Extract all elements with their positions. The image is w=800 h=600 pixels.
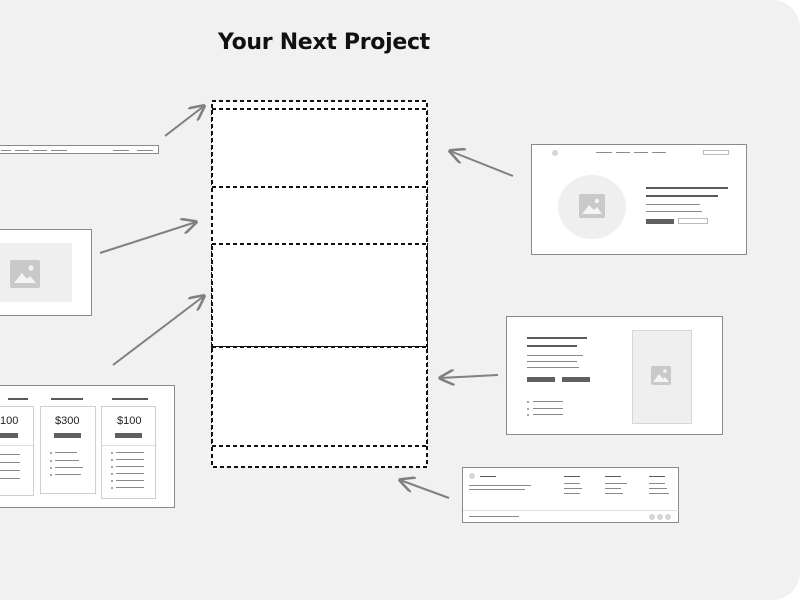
price-card-2: $300 [40, 406, 96, 494]
arrow-footer [400, 480, 450, 499]
arrow-pricing [112, 296, 204, 366]
image-placeholder-icon [10, 260, 40, 288]
pricing-wireframe: 100 $300 $100 [0, 385, 175, 508]
feature-wireframe [506, 316, 723, 435]
stack-section-2 [211, 186, 428, 245]
arrow-hero-left [99, 222, 196, 254]
arrow-feature [440, 375, 499, 378]
stack-section-4 [211, 346, 428, 447]
image-block-wireframe [0, 229, 92, 316]
image-placeholder-icon [651, 366, 671, 385]
price-card-1: 100 [0, 406, 35, 496]
price-3: $100 [117, 415, 142, 427]
price-card-3: $100 [101, 406, 157, 499]
nav-wireframe [0, 145, 159, 154]
price-2: $300 [55, 415, 80, 427]
arrow-hero-right [450, 151, 514, 177]
image-placeholder-icon [579, 194, 605, 218]
stack-section-1 [211, 108, 428, 188]
hero-wireframe [531, 144, 747, 255]
price-1: 100 [0, 415, 19, 427]
stack-section-3 [211, 243, 428, 348]
arrow-nav [164, 106, 204, 137]
page-title: Your Next Project [218, 30, 430, 55]
footer-wireframe [462, 467, 680, 523]
project-stack [211, 100, 428, 468]
